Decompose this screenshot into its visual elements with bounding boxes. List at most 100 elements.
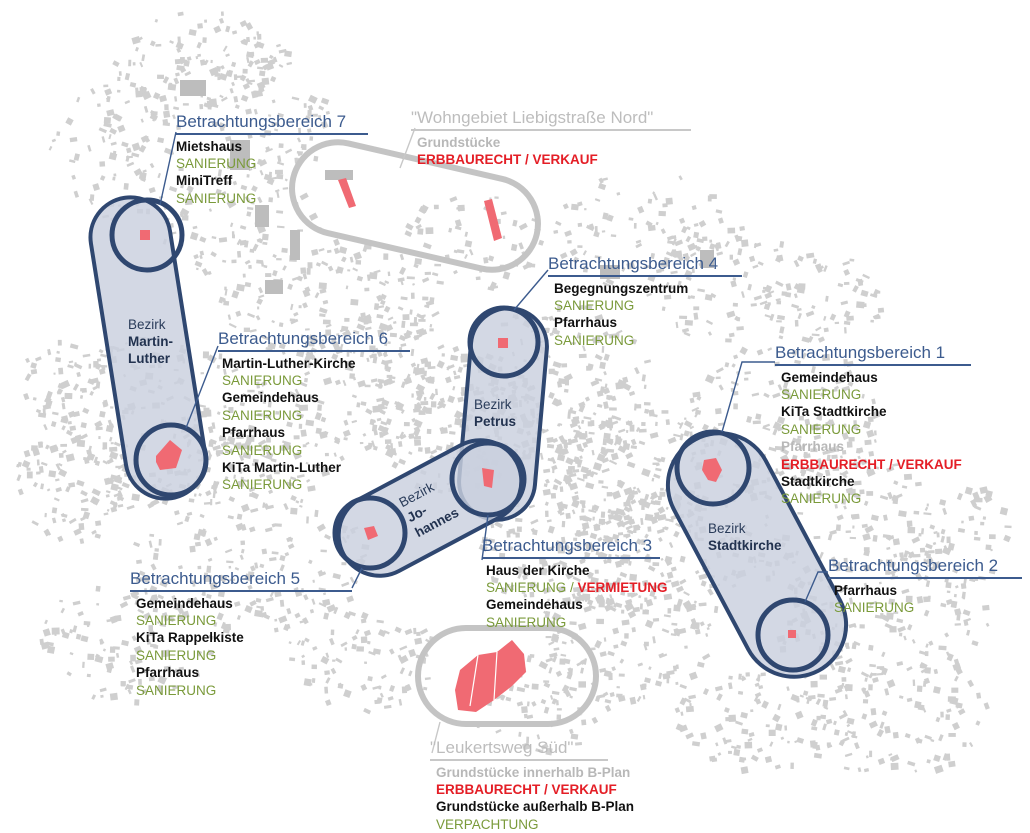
liebig-block: "Wohngebiet Liebigstraße Nord" Grundstüc…: [411, 108, 691, 168]
area-1-block: Betrachtungsbereich 1 Gemeindehaus SANIE…: [775, 343, 971, 508]
liebig-title: "Wohngebiet Liebigstraße Nord": [411, 108, 654, 127]
leader-b2: [804, 571, 828, 603]
leukert-line3: Grundstücke außerhalb B-Plan: [436, 799, 635, 815]
leader-b6: [185, 345, 219, 429]
area-5-block: Betrachtungsbereich 5 Gemeindehaus SANIE…: [130, 569, 352, 699]
area-item-status: SANIERUNG: [781, 386, 862, 402]
area-item-name: KiTa Stadtkirche: [781, 404, 887, 420]
leukert-line4: VERPACHTUNG: [436, 816, 539, 832]
district-name: Stadtkirche: [708, 538, 782, 553]
area-6-title: Betrachtungsbereich 6: [218, 329, 389, 348]
area-item-status: SANIERUNG: [176, 155, 257, 171]
liebig-site-2: [484, 199, 502, 241]
leukert-line1: Grundstücke innerhalb B-Plan: [436, 764, 631, 780]
liebig-line2: ERBBAURECHT / VERKAUF: [417, 151, 598, 167]
area-item-name: KiTa Rappelkiste: [136, 630, 244, 646]
leukert-title: "Leukertsweg Süd": [430, 738, 574, 757]
area-item-status: SANIERUNG: [136, 682, 217, 698]
liebig-site-1: [338, 178, 356, 208]
area-item-name: Gemeindehaus: [136, 595, 233, 611]
area-3-title: Betrachtungsbereich 3: [482, 536, 653, 555]
area-7-title: Betrachtungsbereich 7: [176, 112, 347, 131]
area-item-name: Pfarrhaus: [136, 665, 200, 681]
leader-b4: [513, 269, 549, 311]
area-item-name: Stadtkirche: [781, 473, 855, 489]
site-b2: [788, 630, 796, 638]
area-item-name: Mietshaus: [176, 138, 243, 154]
area-item-status: ERBBAURECHT / VERKAUF: [781, 456, 962, 472]
leukert-site: [455, 640, 526, 712]
leader-b5: [351, 567, 363, 589]
site-b6: [156, 440, 182, 470]
area-item-name: Pfarrhaus: [222, 425, 286, 441]
circle-b1: [674, 429, 752, 507]
area-6-block: Betrachtungsbereich 6 Martin-Luther-Kirc…: [218, 329, 410, 494]
area-item-status: SANIERUNG: [222, 477, 303, 493]
area-2-title: Betrachtungsbereich 2: [828, 556, 999, 575]
area-item-name: Gemeindehaus: [486, 597, 583, 613]
area-item-name: Gemeindehaus: [222, 390, 319, 406]
leader-b3: [481, 514, 489, 561]
circle-b2: [755, 597, 831, 673]
area-item-status: SANIERUNG: [834, 599, 915, 615]
site-b4: [498, 338, 508, 348]
leader-leukert: [431, 721, 441, 754]
area-5-title: Betrachtungsbereich 5: [130, 569, 301, 588]
area-5-underline: [130, 590, 352, 592]
area-3-underline: [482, 557, 660, 559]
area-2-block: Betrachtungsbereich 2 Pfarrhaus SANIERUN…: [828, 556, 1022, 616]
area-1-underline: [775, 364, 971, 366]
circle-b7: [109, 197, 185, 273]
area-item-name: Pfarrhaus: [554, 315, 618, 331]
area-item-status: SANIERUNG: [136, 612, 217, 628]
leukert-zone[interactable]: [415, 625, 599, 727]
liebig-zone[interactable]: [283, 133, 547, 279]
area-item-name: Pfarrhaus: [781, 439, 845, 455]
district-prefix: Bezirk: [474, 397, 512, 412]
liebig-line1: Grundstücke: [417, 134, 501, 150]
leukert-line2: ERBBAURECHT / VERKAUF: [436, 781, 617, 797]
area-item-status: SANIERUNG: [222, 442, 303, 458]
area-item-status: SANIERUNG: [136, 647, 217, 663]
area-item-name: Pfarrhaus: [834, 582, 898, 598]
district-label-stadtkirche: Bezirk Stadtkirche: [708, 520, 782, 554]
area-item-name: MiniTreff: [176, 173, 233, 189]
area-item-name: KiTa Martin-Luther: [222, 459, 341, 475]
area-item-name: Gemeindehaus: [781, 369, 878, 385]
area-item-status: SANIERUNG: [486, 614, 567, 630]
area-1-title: Betrachtungsbereich 1: [775, 343, 946, 362]
site-b5: [364, 526, 378, 540]
area-4-underline: [548, 275, 742, 277]
area-item-status: SANIERUNG /: [486, 579, 578, 595]
district-name: Martin-: [128, 334, 173, 349]
liebig-underline: [411, 129, 691, 131]
leukert-block: "Leukertsweg Süd" Grundstücke innerhalb …: [430, 738, 634, 833]
site-b3: [482, 468, 494, 488]
area-item-status-alt: VERMIETUNG: [577, 579, 668, 595]
area-7-underline: [176, 133, 368, 135]
area-item-status: SANIERUNG: [176, 190, 257, 206]
area-item-status: SANIERUNG: [222, 407, 303, 423]
district-name: Luther: [128, 351, 170, 366]
district-label-martin-luther: Bezirk Martin- Luther: [128, 316, 173, 367]
circle-b4: [467, 305, 541, 379]
district-prefix: Bezirk: [128, 317, 166, 332]
leukert-underline: [430, 759, 608, 761]
circle-b5: [332, 495, 408, 571]
leader-b7: [159, 131, 177, 206]
leader-liebig: [399, 127, 416, 169]
site-b7: [140, 230, 150, 240]
area-2-underline: [828, 577, 1022, 579]
area-item-name: Begegnungszentrum: [554, 280, 689, 296]
area-item-status: SANIERUNG: [554, 297, 635, 313]
area-item-name: Martin-Luther-Kirche: [222, 355, 356, 371]
leader-b1: [721, 361, 775, 433]
area-item-status: SANIERUNG: [781, 491, 862, 507]
area-item-name: Haus der Kirche: [486, 562, 590, 578]
area-6-underline: [218, 350, 410, 352]
district-name: Petrus: [474, 414, 517, 429]
district-label-petrus: Bezirk Petrus: [474, 396, 516, 430]
area-4-title: Betrachtungsbereich 4: [548, 254, 719, 273]
circle-b6: [133, 422, 209, 498]
